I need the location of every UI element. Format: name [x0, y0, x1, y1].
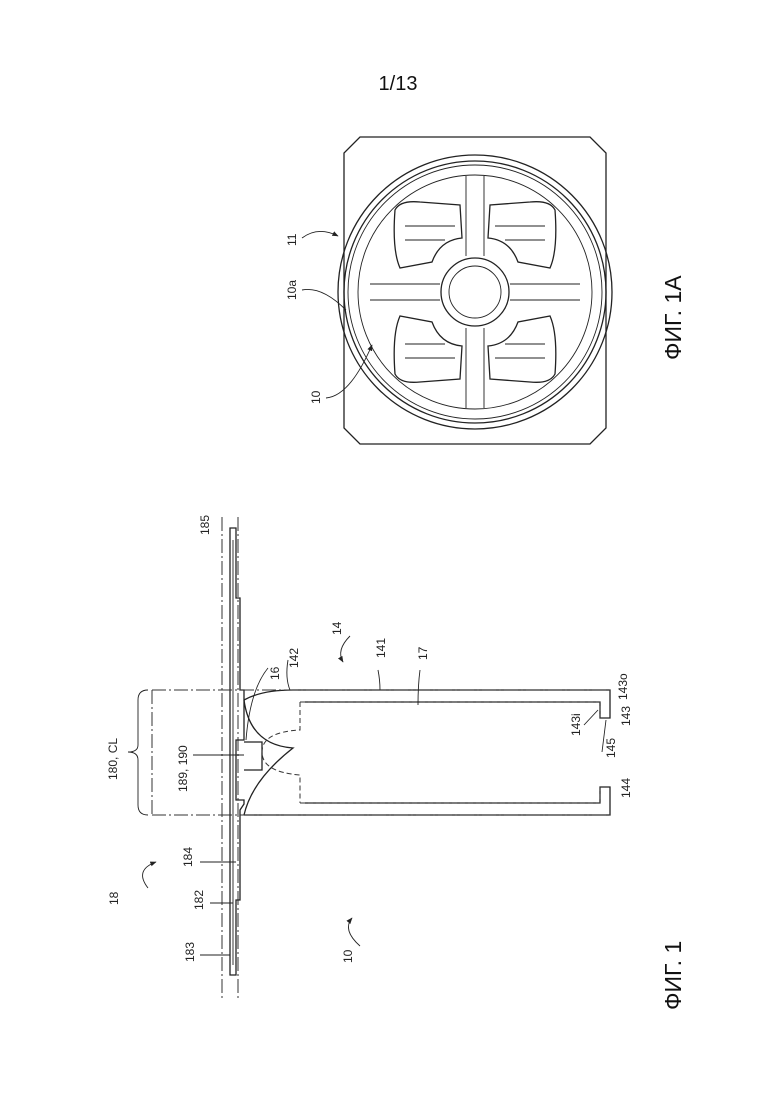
label-180-cl: 180, CL [106, 738, 120, 780]
label-143o: 143o [616, 673, 630, 700]
label-10a: 10a [285, 280, 299, 300]
label-16: 16 [268, 666, 282, 680]
label-10-fig1: 10 [341, 949, 355, 963]
arrow-14 [341, 636, 350, 662]
label-182: 182 [192, 890, 206, 910]
label-183: 183 [183, 942, 197, 962]
outer-ring-2 [344, 161, 606, 423]
leader-17 [418, 670, 420, 705]
brace-180 [128, 690, 148, 815]
body-14-top [244, 690, 293, 700]
quadrant-top-left [394, 202, 462, 268]
outer-ring [338, 155, 612, 429]
sheet-18 [230, 528, 244, 975]
label-18: 18 [107, 891, 121, 905]
caption-fig1a: ФИГ. 1А [660, 275, 686, 360]
center-hub [441, 258, 509, 326]
bracket-region-180 [152, 690, 610, 815]
body-14-wall [293, 690, 610, 815]
figure-1a: 11 10a 10 ФИГ. 1А [285, 137, 686, 444]
leader-143i [584, 710, 598, 725]
label-185: 185 [198, 515, 212, 535]
arrow-10-fig1 [348, 918, 360, 946]
window-lines [405, 226, 545, 358]
quadrant-top-right [488, 202, 556, 268]
cavity-17 [262, 702, 600, 803]
outer-ring-3 [348, 165, 602, 419]
caption-fig1: ФИГ. 1 [660, 941, 686, 1010]
arrow-18 [143, 862, 156, 888]
quadrant-bottom-left [394, 316, 462, 382]
label-184: 184 [181, 847, 195, 867]
rib-horizontal [370, 284, 580, 300]
page-number: 1/13 [379, 73, 418, 95]
inner-ring [358, 175, 592, 409]
label-143: 143 [619, 706, 633, 726]
center-hole [449, 266, 501, 318]
label-10-fig1a: 10 [309, 390, 323, 404]
label-189-190: 189, 190 [176, 745, 190, 792]
label-143i: 143i [569, 713, 583, 736]
container-11 [344, 137, 606, 444]
label-14: 14 [330, 621, 344, 635]
label-11: 11 [285, 233, 299, 246]
label-142: 142 [287, 648, 301, 668]
quadrant-bottom-right [488, 316, 556, 382]
label-17: 17 [416, 646, 430, 660]
label-141: 141 [374, 638, 388, 658]
body-14-outline [244, 700, 293, 815]
arrow-10-fig1a [326, 345, 372, 398]
label-145: 145 [604, 738, 618, 758]
leader-16 [246, 668, 268, 740]
neck-16 [244, 742, 262, 770]
arrow-11 [302, 231, 338, 238]
leader-141 [378, 670, 380, 690]
label-144: 144 [619, 778, 633, 798]
rib-vertical [466, 176, 484, 408]
figure-1: 185 16 142 14 141 17 180, CL 189, 190 14… [106, 515, 686, 1010]
